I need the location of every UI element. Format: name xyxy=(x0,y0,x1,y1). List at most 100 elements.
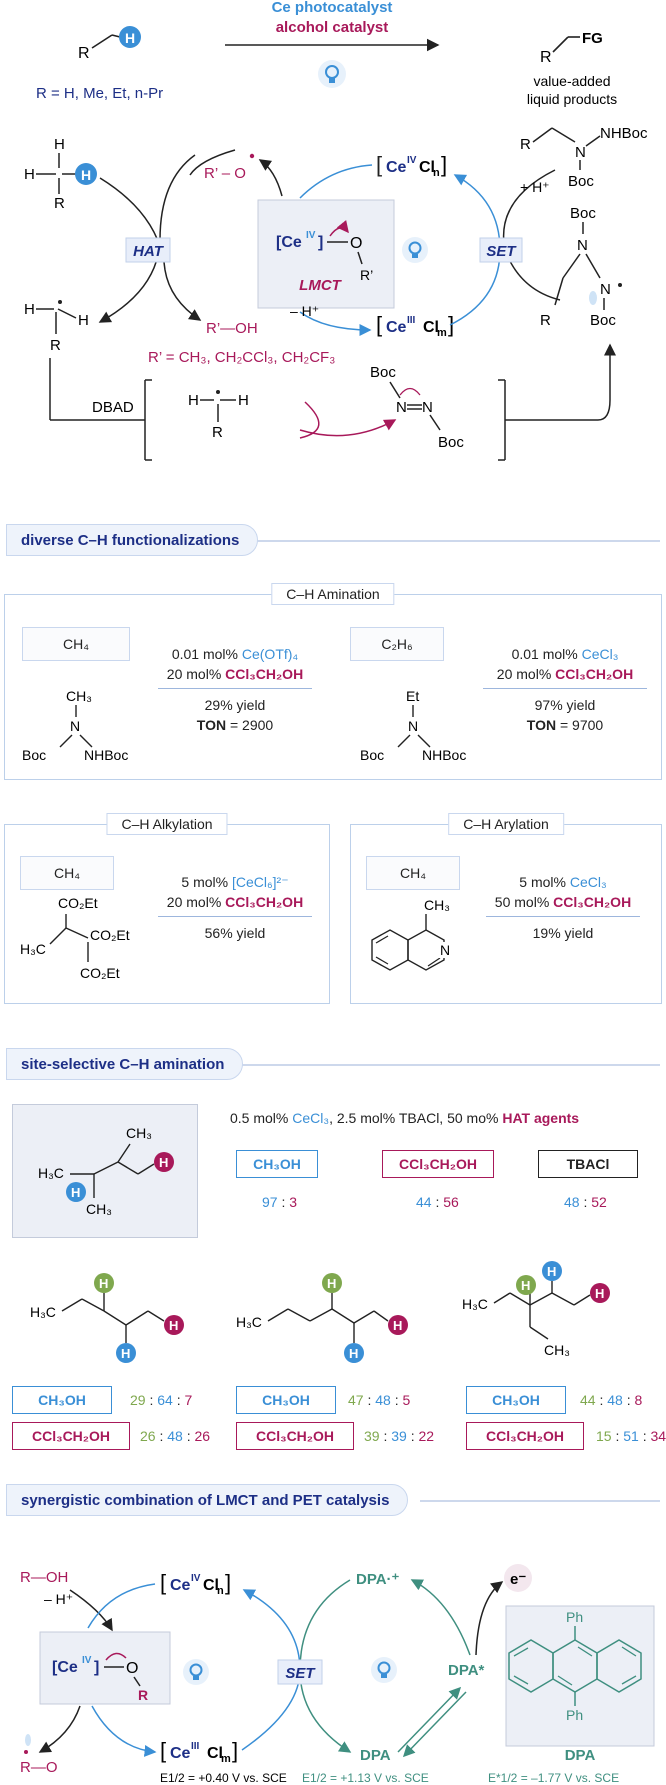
svg-text:Cl: Cl xyxy=(419,159,435,176)
svg-text:H: H xyxy=(188,392,199,409)
svg-text:R: R xyxy=(54,195,65,212)
svg-text:H: H xyxy=(54,136,65,153)
svg-text:H: H xyxy=(238,392,249,409)
svg-text:R: R xyxy=(78,45,90,62)
svg-text:R: R xyxy=(520,136,531,153)
ce-iii-complex: [ Ce III Cl m ] xyxy=(160,1738,238,1765)
svg-text:H: H xyxy=(393,1318,402,1333)
svg-text:[: [ xyxy=(376,312,382,337)
section-divider xyxy=(230,540,660,542)
alcohol: R’—OH xyxy=(206,320,258,337)
svg-text:]: ] xyxy=(225,1570,231,1595)
phenyl-bottom: Ph xyxy=(566,1707,583,1723)
svg-text:]: ] xyxy=(318,234,323,251)
amination-left-conditions: 0.01 mol% Ce(OTf)₄ 20 mol% CCl₃CH₂OH 29%… xyxy=(150,644,320,735)
methane-substrate: H H R H xyxy=(24,136,97,212)
svg-text:R: R xyxy=(540,49,552,66)
svg-text:Cl: Cl xyxy=(423,319,439,336)
ratio-row: 26 : 48 : 26 xyxy=(140,1428,211,1444)
ratio-tbacl: 48 : 52 xyxy=(564,1194,607,1210)
svg-text:]: ] xyxy=(232,1738,238,1763)
solvent-box-ch3oh: CH₃OH xyxy=(466,1386,566,1414)
potential-dpa-excited: E*1/2 = –1.77 V vs. SCE xyxy=(488,1771,619,1785)
methane-substrate-box: CH₄ xyxy=(22,627,130,661)
svg-text:H: H xyxy=(169,1318,178,1333)
svg-text:III: III xyxy=(191,1741,200,1752)
hydrazine-product: R N NHBoc Boc xyxy=(520,125,648,190)
products-label-1: value-added xyxy=(533,73,610,89)
svg-text:[: [ xyxy=(160,1570,166,1595)
svg-text:Boc: Boc xyxy=(370,364,396,381)
alkylation-substrate-box: CH₄ xyxy=(20,856,114,890)
svg-text:R: R xyxy=(212,424,223,441)
product-structure: R FG xyxy=(540,30,603,66)
set-label: SET xyxy=(285,1665,316,1682)
solvent-box-ccl3ch2oh: CCl₃CH₂OH xyxy=(236,1422,354,1450)
svg-text:NHBoc: NHBoc xyxy=(422,747,466,763)
svg-text:N: N xyxy=(600,281,611,298)
minus-h-label: – H⁺ xyxy=(290,303,319,319)
alkane-structure-2: H₃C H H H xyxy=(236,1273,408,1363)
ce-photocatalyst-label: Ce photocatalyst xyxy=(272,0,393,16)
r-prime-definition: R’ = CH₃, CH₂CCl₃, CH₂CF₃ xyxy=(148,349,335,366)
plus-h-label: + H⁺ xyxy=(520,179,550,195)
svg-text:CH₃: CH₃ xyxy=(424,897,450,913)
hat-label: HAT xyxy=(133,243,165,260)
svg-text:H: H xyxy=(121,1346,130,1361)
svg-text:FG: FG xyxy=(582,30,603,47)
r-definition: R = H, Me, Et, n-Pr xyxy=(36,85,163,102)
svg-text:CO₂Et: CO₂Et xyxy=(90,927,130,943)
solvent-box-ccl3ch2oh: CCl₃CH₂OH xyxy=(466,1422,584,1450)
alcohol-catalyst-label: alcohol catalyst xyxy=(276,19,389,36)
svg-text:N: N xyxy=(408,718,418,734)
svg-text:O: O xyxy=(126,1660,138,1677)
ce-iv-complex: [ Ce IV Cl n ] xyxy=(376,152,447,179)
solvent-box-tbacl: TBACl xyxy=(538,1150,638,1178)
light-bulb-icon xyxy=(318,60,346,88)
svg-text:Ce: Ce xyxy=(386,159,407,176)
svg-text:[Ce: [Ce xyxy=(276,234,302,251)
ce-iv-complex: [ Ce IV Cl n ] xyxy=(160,1570,231,1597)
dpa-excited: DPA* xyxy=(448,1662,485,1679)
svg-text:[: [ xyxy=(376,152,382,177)
svg-text:Boc: Boc xyxy=(590,312,616,329)
svg-text:IV: IV xyxy=(306,230,316,241)
ethane-substrate-box: C₂H₆ xyxy=(350,627,444,661)
svg-text:H: H xyxy=(24,166,35,183)
phenyl-top: Ph xyxy=(566,1609,583,1625)
svg-text:N: N xyxy=(575,144,586,161)
svg-text:Et: Et xyxy=(406,688,419,704)
solvent-box-ch3oh: CH₃OH xyxy=(236,1386,336,1414)
alkoxy-radical: R—O xyxy=(20,1759,58,1776)
svg-text:H₃C: H₃C xyxy=(20,941,46,957)
light-bulb-icon xyxy=(183,1659,209,1685)
products-label-2: liquid products xyxy=(527,91,617,107)
dpa-structure-label: DPA xyxy=(565,1747,596,1764)
ratio-row: 47 : 48 : 5 xyxy=(348,1392,411,1408)
svg-text:CH₃: CH₃ xyxy=(544,1342,570,1358)
svg-text:H₃C: H₃C xyxy=(236,1314,262,1330)
svg-text:IV: IV xyxy=(191,1573,201,1584)
svg-text:H: H xyxy=(71,1185,80,1200)
alkoxy-radical: R’ – O xyxy=(204,165,246,182)
arylation-conditions: 5 mol% CeCl₃ 50 mol% CCl₃CH₂OH 19% yield xyxy=(478,872,648,943)
svg-text:Boc: Boc xyxy=(568,173,594,190)
svg-text:R’: R’ xyxy=(360,267,373,283)
ratio-row: 15 : 51 : 34 xyxy=(596,1428,666,1444)
set-label: SET xyxy=(486,243,517,260)
light-bulb-icon xyxy=(371,1657,397,1683)
amination-title: C–H Amination xyxy=(271,583,395,605)
svg-text:H₃C: H₃C xyxy=(30,1304,56,1320)
hydrazinyl-radical: Boc N N R Boc xyxy=(540,205,622,329)
svg-text:[: [ xyxy=(160,1738,166,1763)
svg-text:CO₂Et: CO₂Et xyxy=(80,965,120,981)
dbad-label: DBAD xyxy=(92,399,134,416)
svg-text:H₃C: H₃C xyxy=(38,1165,64,1181)
svg-text:NHBoc: NHBoc xyxy=(84,747,128,763)
svg-text:CH₃: CH₃ xyxy=(86,1201,112,1217)
section-pill-diverse: diverse C–H functionalizations xyxy=(6,524,259,556)
svg-text:H: H xyxy=(78,312,89,329)
svg-text:[Ce: [Ce xyxy=(52,1659,78,1676)
svg-text:m: m xyxy=(221,1753,231,1765)
svg-text:n: n xyxy=(217,1585,224,1597)
